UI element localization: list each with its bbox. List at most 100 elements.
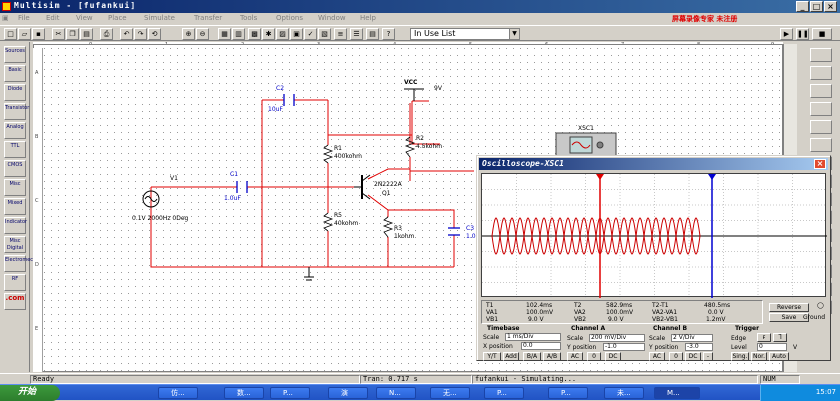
rf-icon[interactable]: RF [4, 274, 26, 291]
ba-mode-button[interactable]: B/A [523, 352, 541, 361]
analog-icon[interactable]: Analog [4, 122, 26, 139]
component-icon[interactable]: ▩ [248, 28, 261, 40]
taskbar-item[interactable]: 未... [604, 387, 644, 399]
misc-icon[interactable]: Misc [4, 179, 26, 196]
menu-view[interactable]: View [76, 14, 93, 22]
word-gen-icon[interactable] [810, 138, 832, 152]
menu-file[interactable]: File [18, 14, 30, 22]
bode-icon[interactable] [810, 120, 832, 134]
basic-icon[interactable]: Basic [4, 65, 26, 82]
channel-a-ypos-field[interactable]: -1.0 [603, 343, 645, 351]
zoom-out-icon[interactable]: ⊖ [196, 28, 209, 40]
taskbar-item[interactable]: 仿... [158, 387, 198, 399]
rising-edge-button[interactable]: ꜰ [757, 333, 771, 342]
auto-button[interactable]: Auto [769, 352, 789, 361]
level-field[interactable]: 0 [757, 343, 787, 351]
falling-edge-button[interactable]: ᒣ [773, 333, 787, 342]
transistor-icon[interactable]: Transistor [4, 103, 29, 120]
channel-b-minus-button[interactable]: - [703, 352, 713, 361]
taskbar-item[interactable]: 演 [328, 387, 368, 399]
diode-icon[interactable]: Diode [4, 84, 26, 101]
new-icon[interactable]: □ [4, 28, 17, 40]
taskbar-item[interactable]: P... [548, 387, 588, 399]
normal-button[interactable]: Nor. [751, 352, 767, 361]
sources-icon[interactable]: Sources [4, 46, 26, 63]
com-icon[interactable]: .com [4, 293, 26, 310]
help-icon[interactable]: ? [382, 28, 395, 40]
in-use-list-dropdown[interactable]: In Use List ▼ [410, 28, 520, 40]
wattmeter-icon[interactable] [810, 84, 832, 98]
grapher-icon[interactable]: ▨ [276, 28, 289, 40]
menu-place[interactable]: Place [108, 14, 127, 22]
single-button[interactable]: Sing. [731, 352, 749, 361]
report-icon[interactable]: ▤ [366, 28, 379, 40]
misc-digital-icon[interactable]: Misc Digital [4, 236, 26, 253]
function-gen-icon[interactable] [810, 66, 832, 80]
postproc-icon[interactable]: ▣ [290, 28, 303, 40]
channel-b-dc-button[interactable]: DC [685, 352, 701, 361]
start-button[interactable]: 开始 [0, 385, 60, 401]
channel-a-ac-button[interactable]: AC [567, 352, 583, 361]
rotate-icon[interactable]: ⟲ [148, 28, 161, 40]
channel-b-ac-button[interactable]: AC [649, 352, 665, 361]
add-mode-button[interactable]: Add [503, 352, 519, 361]
taskbar-item[interactable]: P... [484, 387, 524, 399]
timebase-scale-field[interactable]: 1 ms/Div [505, 333, 561, 341]
erc-icon[interactable]: ✓ [304, 28, 317, 40]
mixed-icon[interactable]: Mixed [4, 198, 26, 215]
db-icon[interactable]: ▥ [232, 28, 245, 40]
yt-mode-button[interactable]: Y/T [483, 352, 501, 361]
ab-mode-button[interactable]: A/B [543, 352, 561, 361]
menu-window[interactable]: Window [318, 14, 346, 22]
paste-icon[interactable]: ▤ [80, 28, 93, 40]
electromech-icon[interactable]: Electromech [4, 255, 36, 272]
indicator-icon[interactable]: Indicator [4, 217, 27, 234]
taskbar-item[interactable]: N... [376, 387, 416, 399]
channel-a-dc-button[interactable]: DC [605, 352, 621, 361]
pause-icon[interactable]: ❚❚ [796, 28, 809, 40]
channel-a-scale-field[interactable]: 200 mV/Div [589, 334, 645, 342]
wizard-icon[interactable]: ✱ [262, 28, 275, 40]
menu-icon[interactable]: ▣ [2, 14, 9, 22]
open-icon[interactable]: ▱ [18, 28, 31, 40]
menu-tools[interactable]: Tools [240, 14, 258, 22]
channel-b-scale-field[interactable]: 2 V/Div [671, 334, 713, 342]
menu-edit[interactable]: Edit [46, 14, 60, 22]
save-icon[interactable]: ▪ [32, 28, 45, 40]
close-button[interactable]: × [824, 1, 837, 12]
minimize-button[interactable]: _ [796, 1, 809, 12]
taskbar-item[interactable]: P... [270, 387, 310, 399]
copy-icon[interactable]: ❐ [66, 28, 79, 40]
taskbar-item-active[interactable]: M... [654, 387, 700, 399]
maximize-button[interactable]: □ [810, 1, 823, 12]
stop-icon[interactable]: ■ [812, 28, 832, 40]
ground-radio[interactable]: ◯ [817, 302, 824, 309]
bom-icon[interactable]: ☰ [350, 28, 363, 40]
cmos-icon[interactable]: CMOS [4, 160, 26, 177]
cut-icon[interactable]: ✂ [52, 28, 65, 40]
save-button[interactable]: Save [769, 313, 809, 322]
reverse-button[interactable]: Reverse [769, 303, 809, 312]
oscilloscope-icon[interactable] [810, 102, 832, 116]
print-icon[interactable]: ⎙ [100, 28, 113, 40]
zoom-in-icon[interactable]: ⊕ [182, 28, 195, 40]
taskbar-item[interactable]: 数... [224, 387, 264, 399]
undo-icon[interactable]: ↶ [120, 28, 133, 40]
chevron-down-icon[interactable]: ▼ [509, 29, 519, 39]
ttl-icon[interactable]: TTL [4, 141, 26, 158]
channel-a-zero-button[interactable]: 0 [587, 352, 601, 361]
run-icon[interactable]: ▶ [780, 28, 793, 40]
channel-b-zero-button[interactable]: 0 [669, 352, 683, 361]
menu-options[interactable]: Options [276, 14, 304, 22]
breadboard-icon[interactable]: ▧ [318, 28, 331, 40]
close-icon[interactable]: × [814, 159, 826, 169]
menu-help[interactable]: Help [360, 14, 376, 22]
oscilloscope-window[interactable]: Oscilloscope-XSC1 × T1 VA1 VB1 102.4ms 1… [476, 155, 831, 361]
menu-transfer[interactable]: Transfer [194, 14, 223, 22]
multimeter-icon[interactable] [810, 48, 832, 62]
menu-simulate[interactable]: Simulate [144, 14, 175, 22]
redo-icon[interactable]: ↷ [134, 28, 147, 40]
taskbar-item[interactable]: 无... [430, 387, 470, 399]
xpos-field[interactable]: 0.0 [521, 342, 561, 350]
netlist-icon[interactable]: ≡ [334, 28, 347, 40]
